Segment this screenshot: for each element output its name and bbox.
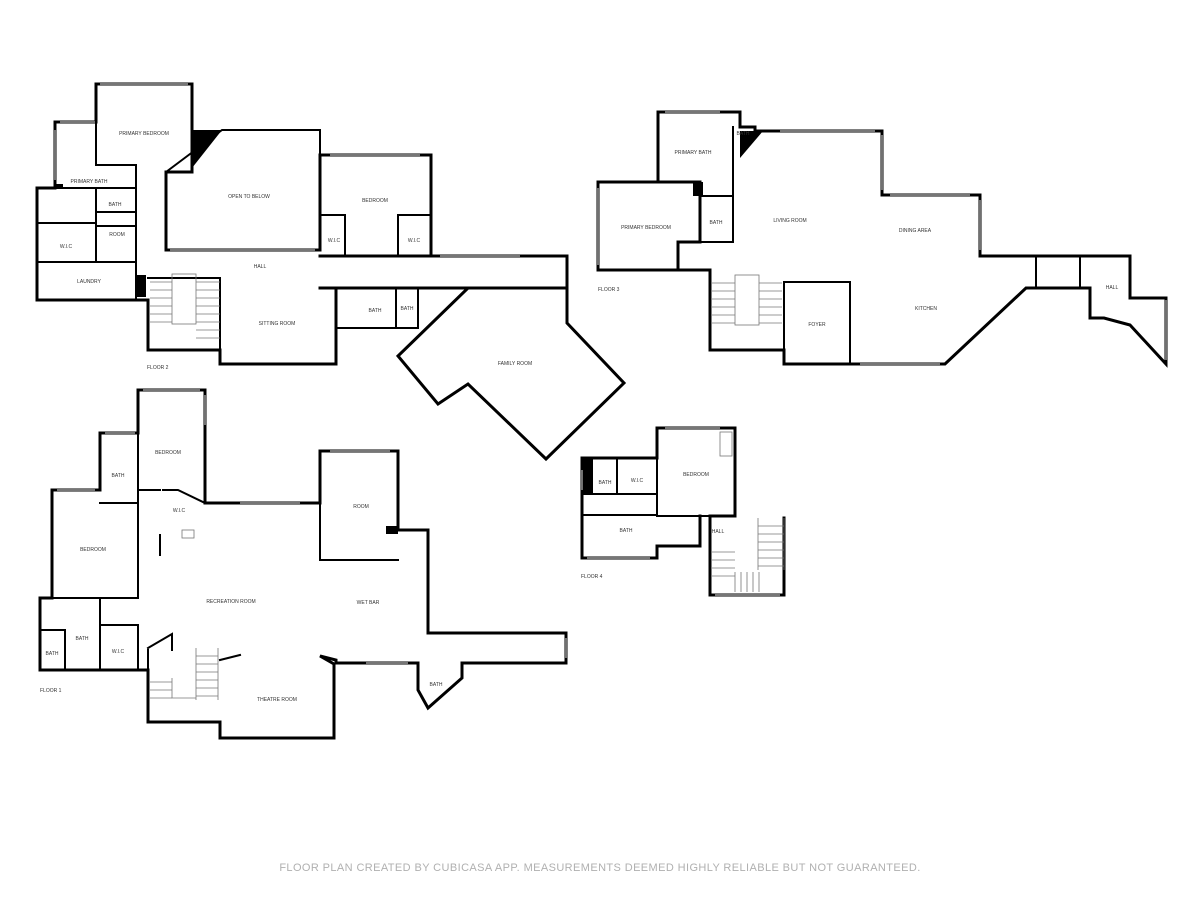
room-label: BEDROOM xyxy=(80,547,106,553)
room-label: BATH xyxy=(112,473,125,479)
floor-label: FLOOR 1 xyxy=(40,688,62,694)
room-label: RECREATION ROOM xyxy=(206,599,255,605)
room-label: W.I.C xyxy=(60,244,73,250)
floor-label: FLOOR 3 xyxy=(598,287,620,293)
room-label: W.I.C xyxy=(408,238,421,244)
room-label: SITTING ROOM xyxy=(259,321,296,327)
room-label: W.I.C xyxy=(173,508,186,514)
room-label: OPEN TO BELOW xyxy=(228,194,270,200)
room-label: BATH xyxy=(430,682,443,688)
room-label: THEATRE ROOM xyxy=(257,697,297,703)
room-label: LAUNDRY xyxy=(77,279,101,285)
room-label: PRIMARY BEDROOM xyxy=(621,225,671,231)
floor-label: FLOOR 2 xyxy=(147,365,169,371)
room-label: PRIMARY BATH xyxy=(71,179,108,185)
room-label: BATH xyxy=(710,220,723,226)
room-label: BATH xyxy=(737,131,750,137)
room-label: PRIMARY BEDROOM xyxy=(119,131,169,137)
room-label: BATH xyxy=(599,480,612,486)
room-label: PRIMARY BATH xyxy=(675,150,712,156)
floor-1-plan: BEDROOM BATH W.I.C BEDROOM RECREATION RO… xyxy=(38,388,568,740)
room-label: FAMILY ROOM xyxy=(498,361,532,367)
room-label: BEDROOM xyxy=(362,198,388,204)
room-label: W.I.C xyxy=(631,478,644,484)
room-label: BATH xyxy=(369,308,382,314)
room-label: HALL xyxy=(712,529,725,535)
floor-2-plan: PRIMARY BEDROOM PRIMARY BATH BATH ROOM W… xyxy=(35,82,627,462)
room-label: W.I.C xyxy=(328,238,341,244)
footer-disclaimer: FLOOR PLAN CREATED BY CUBICASA APP. MEAS… xyxy=(279,862,921,874)
room-label: LIVING ROOM xyxy=(773,218,806,224)
room-label: FOYER xyxy=(808,322,826,328)
floor-3-plan: PRIMARY BATH BATH PRIMARY BEDROOM BATH L… xyxy=(596,110,1168,368)
room-label: BEDROOM xyxy=(683,472,709,478)
floor-label: FLOOR 4 xyxy=(581,574,603,580)
room-label: BATH xyxy=(76,636,89,642)
room-label: BATH xyxy=(46,651,59,657)
floor-4-plan: BATH W.I.C BEDROOM BATH HALL FLOOR 4 xyxy=(580,426,786,597)
room-label: BEDROOM xyxy=(155,450,181,456)
room-label: KITCHEN xyxy=(915,306,937,312)
room-label: WET BAR xyxy=(357,600,380,606)
room-label: HALL xyxy=(254,264,267,270)
room-label: W.I.C xyxy=(112,649,125,655)
room-label: ROOM xyxy=(109,232,125,238)
room-label: ROOM xyxy=(353,504,369,510)
room-label: BATH xyxy=(109,202,122,208)
room-label: BATH xyxy=(401,306,414,312)
room-label: HALL xyxy=(1106,285,1119,291)
room-label: BATH xyxy=(620,528,633,534)
room-label: DINING AREA xyxy=(899,228,932,234)
